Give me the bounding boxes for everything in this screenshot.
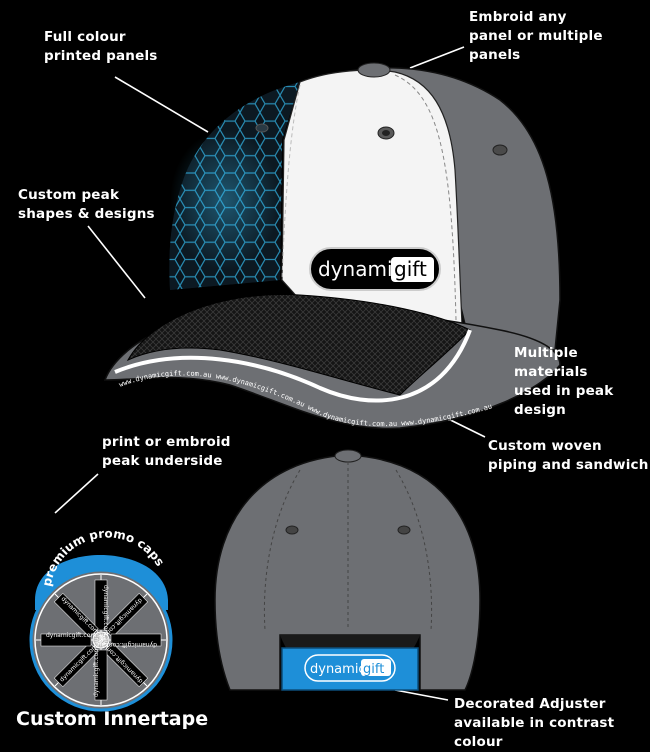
peak-underside: premium promo caps dynamicgift.com.au dy… xyxy=(29,526,173,712)
svg-text:gift: gift xyxy=(363,662,384,677)
svg-text:dynamicgift.com.au: dynamicgift.com.au xyxy=(97,641,157,648)
front-logo: dynamic gift xyxy=(309,247,441,291)
back-cap: dynamic gift xyxy=(214,449,481,691)
front-cap: www.dynamicgift.com.au www.dynamicgift.c… xyxy=(103,62,561,430)
svg-text:gift: gift xyxy=(394,257,427,281)
svg-text:dynamic: dynamic xyxy=(318,257,404,281)
svg-text:dynamicgift.com.au: dynamicgift.com.au xyxy=(102,585,109,645)
svg-text:dynamic: dynamic xyxy=(310,662,366,677)
svg-text:dynamicgift.com.au: dynamicgift.com.au xyxy=(93,637,100,697)
innertape-title: Custom Innertape xyxy=(16,708,209,730)
svg-text:dynamicgift.com.au: dynamicgift.com.au xyxy=(46,632,106,639)
